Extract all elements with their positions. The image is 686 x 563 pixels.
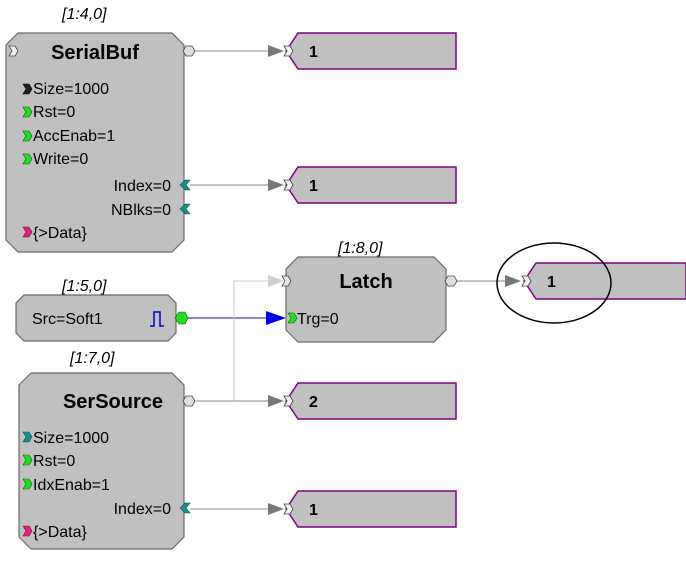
serialbuf-body	[5, 32, 185, 253]
serialbuf-param-accenab: AccEnab=1	[33, 128, 115, 145]
sersource-param-idxenab: IdxEnab=1	[33, 477, 110, 494]
latch-coord: [1:8,0]	[337, 240, 383, 257]
tag-input-port[interactable]	[283, 503, 294, 515]
sersource-output-index: Index=0	[114, 501, 171, 518]
arrow-src-trg	[266, 311, 286, 325]
highlight-circle	[496, 242, 612, 324]
serialbuf-accenab-port[interactable]	[22, 130, 33, 142]
latch-param-trg: Trg=0	[297, 311, 339, 328]
tag-label: 1	[547, 274, 556, 291]
arrow-sersource-out	[268, 395, 284, 407]
sersource-output-port[interactable]	[182, 395, 196, 407]
latch-input-port[interactable]	[281, 275, 292, 287]
serialbuf-data-port[interactable]	[22, 226, 33, 238]
tag-label: 2	[309, 394, 318, 411]
sersource-data: {>Data}	[33, 524, 87, 541]
tag-label: 1	[309, 178, 318, 195]
sersource-title: SerSource	[63, 391, 163, 413]
arrow-sersource-latch	[268, 275, 284, 287]
sersource-size-port[interactable]	[22, 431, 33, 443]
output-tag[interactable]: 1	[283, 166, 457, 204]
src-component[interactable]: [1:5,0] Src=Soft1	[15, 278, 189, 342]
sersource-body	[18, 372, 185, 550]
src-label: Src=Soft1	[32, 311, 103, 328]
src-coord: [1:5,0]	[61, 278, 107, 295]
output-tag[interactable]: 1	[283, 490, 457, 528]
pulse-icon	[150, 311, 164, 327]
sersource-rst-port[interactable]	[22, 454, 33, 466]
serialbuf-index-port[interactable]	[179, 179, 191, 191]
latch-body	[285, 256, 447, 343]
serialbuf-component[interactable]: [1:4,0] SerialBuf Size=1000 Rst=0 AccEna…	[5, 6, 196, 253]
serialbuf-output-nblks: NBlks=0	[111, 202, 171, 219]
serialbuf-write-port[interactable]	[22, 153, 33, 165]
src-output-port[interactable]	[174, 311, 189, 325]
arrow-latch-out	[505, 275, 521, 287]
latch-trg-port[interactable]	[287, 312, 298, 324]
tag-input-port[interactable]	[283, 395, 294, 407]
sersource-param-size: Size=1000	[33, 430, 109, 447]
wires	[186, 45, 521, 515]
latch-component[interactable]: [1:8,0] Latch Trg=0	[281, 240, 458, 343]
serialbuf-title: SerialBuf	[51, 42, 139, 64]
serialbuf-rst-port[interactable]	[22, 106, 33, 118]
src-body	[15, 294, 177, 342]
serialbuf-output-index: Index=0	[114, 178, 171, 195]
arrow-sersource-index	[268, 503, 284, 515]
arrow-serialbuf-index	[268, 179, 284, 191]
output-tag[interactable]: 1	[521, 262, 686, 300]
sersource-coord: [1:7,0]	[69, 350, 115, 367]
output-tag[interactable]: 1	[283, 32, 457, 70]
sersource-component[interactable]: [1:7,0] SerSource Size=1000 Rst=0 IdxEna…	[18, 350, 196, 550]
sersource-param-rst: Rst=0	[33, 453, 75, 470]
serialbuf-param-rst: Rst=0	[33, 104, 75, 121]
output-tag[interactable]: 2	[283, 382, 457, 420]
latch-title: Latch	[339, 271, 392, 293]
serialbuf-param-write: Write=0	[33, 151, 88, 168]
serialbuf-nblks-port[interactable]	[179, 203, 191, 215]
serialbuf-size-port[interactable]	[22, 83, 33, 95]
sersource-idxenab-port[interactable]	[22, 478, 33, 490]
tag-input-port[interactable]	[283, 45, 294, 57]
sersource-data-port[interactable]	[22, 525, 33, 537]
serialbuf-data: {>Data}	[33, 225, 87, 242]
serialbuf-coord: [1:4,0]	[61, 6, 107, 23]
sersource-index-port[interactable]	[179, 502, 191, 514]
serialbuf-param-size: Size=1000	[33, 81, 109, 98]
tag-input-port[interactable]	[521, 275, 532, 287]
tag-input-port[interactable]	[283, 179, 294, 191]
serialbuf-output-port[interactable]	[182, 45, 196, 57]
tag-label: 1	[309, 44, 318, 61]
latch-output-port[interactable]	[444, 275, 458, 287]
serialbuf-input-port[interactable]	[8, 45, 19, 57]
tag-label: 1	[309, 502, 318, 519]
wire-sersource-latch	[196, 280, 272, 402]
arrow-serialbuf-out	[268, 45, 284, 57]
